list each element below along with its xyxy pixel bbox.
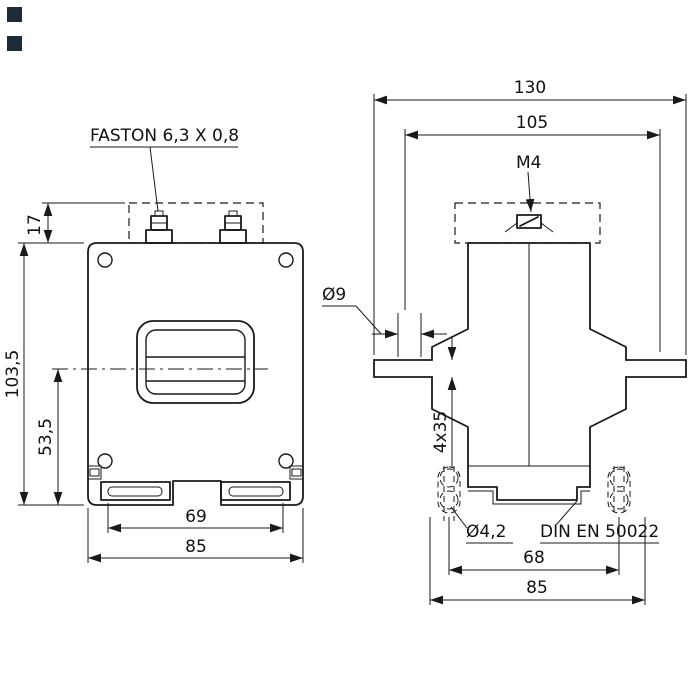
- corner-hole: [97, 453, 113, 469]
- m4-callout: M4: [516, 153, 541, 173]
- rail-standard-group: DIN EN 50022: [540, 500, 659, 544]
- window-inner: [145, 329, 246, 395]
- corner-mark: [7, 36, 22, 51]
- bar-hole-callout-group: Ø9: [322, 285, 447, 357]
- window-outer: [136, 320, 255, 404]
- dim-mount-hole-spacing-value: 68: [523, 548, 545, 568]
- mounting-foot-left: [87, 465, 171, 501]
- faston-terminal-right: [219, 210, 247, 244]
- front-body-outline: [87, 242, 304, 506]
- dim-center-to-bottom-value: 53,5: [36, 418, 56, 456]
- faston-leader: [149, 146, 159, 212]
- dim-bar-length: 130: [373, 78, 687, 355]
- rail-standard-callout: DIN EN 50022: [540, 522, 659, 542]
- terminal-zone-phantom: [128, 202, 264, 244]
- dim-slot-span: 69: [107, 503, 284, 533]
- corner-hole: [278, 453, 294, 469]
- dim-terminal-height: 17: [18, 202, 125, 244]
- din-rail-profile: [467, 486, 591, 501]
- dim-bar-length-value: 130: [514, 78, 546, 98]
- m4-screw: [504, 214, 554, 233]
- faston-callout: FASTON 6,3 X 0,8: [90, 126, 239, 146]
- registration-marks: [7, 7, 22, 51]
- m4-leader: [525, 171, 535, 213]
- bar-section-value: 4x35: [431, 411, 451, 454]
- bracket-hidden-right: [607, 466, 631, 514]
- front-view: FASTON 6,3 X 0,8 17 103,5 53,5 69: [3, 126, 304, 563]
- mounting-foot-right: [220, 465, 304, 501]
- faston-callout-group: FASTON 6,3 X 0,8: [90, 126, 239, 212]
- dim-total-height: 103,5: [3, 243, 84, 506]
- dim-mount-hole-spacing: 68: [448, 517, 620, 575]
- bracket-hidden-left: [437, 466, 461, 521]
- dim-body-width-value: 85: [185, 537, 207, 557]
- dim-bracket-width: 85: [429, 517, 646, 605]
- dim-terminal-height-value: 17: [25, 214, 45, 236]
- dim-hole-spacing-value: 105: [516, 113, 548, 133]
- side-view: M4 Ø9 4x35: [322, 78, 687, 605]
- bar-hole-callout: Ø9: [322, 285, 346, 305]
- mount-hole-leader: [450, 506, 468, 529]
- primary-bar-right: [625, 359, 687, 378]
- dim-center-to-bottom: 53,5: [36, 369, 63, 505]
- dim-bracket-width-value: 85: [526, 578, 548, 598]
- corner-mark: [7, 7, 22, 22]
- bar-hole-leader: [355, 305, 382, 335]
- din-rail-profile-inner: [468, 490, 590, 505]
- dim-body-width: 85: [87, 508, 304, 563]
- m4-callout-group: M4: [516, 153, 541, 213]
- rail-standard-leader: [555, 500, 578, 526]
- dim-total-height-value: 103,5: [3, 350, 23, 399]
- bar-section-group: 4x35: [431, 336, 457, 468]
- corner-hole: [97, 252, 113, 268]
- dim-slot-span-value: 69: [185, 507, 207, 527]
- mount-hole-callout: Ø4,2: [466, 522, 506, 542]
- dim-hole-spacing: 105: [404, 113, 661, 352]
- mount-hole-callout-group: Ø4,2: [450, 506, 513, 544]
- primary-bar-left: [373, 359, 433, 378]
- corner-hole: [278, 252, 294, 268]
